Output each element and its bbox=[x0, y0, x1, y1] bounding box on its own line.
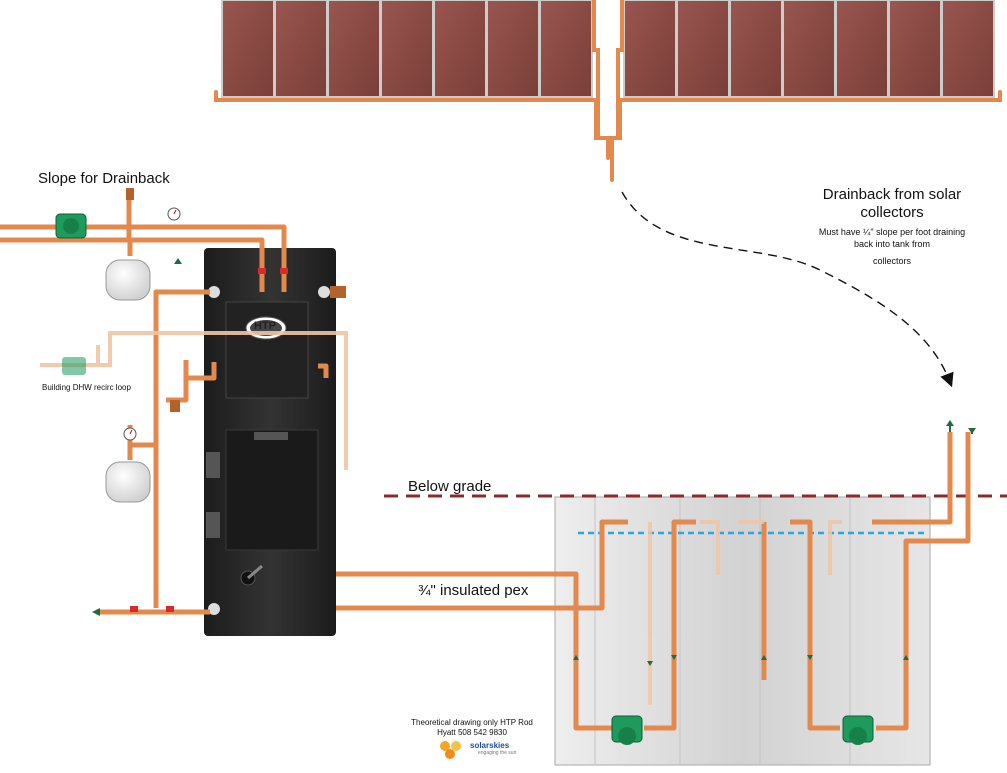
circulator-pump-icon bbox=[842, 715, 874, 745]
pressure-gauge-icon bbox=[123, 207, 181, 441]
drainback-note: Must have ¼" slope per foot draining bac… bbox=[818, 227, 966, 249]
circulator-pump-icon bbox=[611, 715, 643, 745]
recirc-label: Building DHW recirc loop bbox=[42, 383, 131, 392]
brand-logo: solarskies bbox=[470, 741, 510, 750]
sun-logo-icon bbox=[438, 738, 466, 760]
below-grade-label: Below grade bbox=[408, 478, 492, 495]
credit-text: Theoretical drawing only HTP Rod Hyatt 5… bbox=[411, 718, 533, 737]
storage-tank bbox=[204, 248, 336, 636]
drainback-reservoir bbox=[554, 496, 931, 766]
brand-tagline: engaging the sun bbox=[478, 750, 517, 756]
expansion-tank-icon bbox=[105, 259, 151, 503]
circulator-pump-icon bbox=[55, 213, 87, 239]
solar-collector-array bbox=[214, 0, 1002, 182]
valve-icon bbox=[130, 268, 288, 612]
pex-label: ¾" insulated pex bbox=[418, 582, 529, 599]
solar-panel-icon bbox=[221, 0, 995, 98]
drainback-title: Drainback from solar collectors bbox=[822, 186, 962, 221]
tank-logo: HTP bbox=[254, 320, 276, 332]
slope-title: Slope for Drainback bbox=[38, 170, 170, 187]
circulator-pump-icon bbox=[62, 357, 86, 375]
drainback-flow-arrow bbox=[621, 191, 954, 388]
drainback-note-2: collectors bbox=[872, 256, 911, 266]
flow-arrow-icon bbox=[573, 420, 976, 666]
